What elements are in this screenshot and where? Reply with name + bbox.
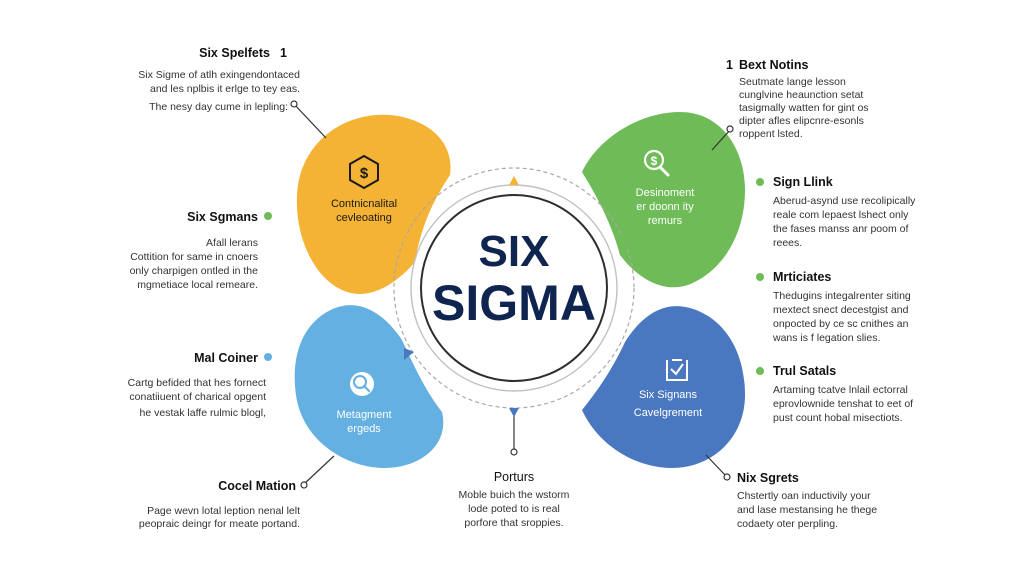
left-block2-line3: only charpigen ontled in the [129, 265, 258, 277]
petal-light-blue-label-1: Metagment [336, 409, 392, 421]
right-block5-title: Nix Sgrets [737, 471, 799, 485]
dot-right-2 [756, 178, 764, 186]
right-block2-line4: reees. [773, 237, 803, 249]
marker-top [509, 176, 519, 185]
core-circle [420, 194, 608, 382]
center-title-line1: SIX [478, 227, 550, 276]
checklist-icon [666, 359, 688, 381]
petal-dark-blue-label-2: Cavelgrement [633, 407, 703, 419]
center-title-line2: SIGMA [432, 275, 596, 331]
dot-bottom [510, 448, 518, 456]
connector-left-4 [303, 455, 335, 485]
left-block1-line2: and les nplbis it erlge to tey eas. [149, 83, 300, 95]
dot-right-4 [756, 367, 764, 375]
right-block3-title: Mrticiates [773, 270, 832, 284]
connector-left-1 [293, 103, 327, 139]
right-block2-line1: Aberud-asynd use recolipically [773, 195, 916, 207]
left-block1-line1: Six Sigme of atlh exingendontaced [138, 69, 300, 81]
dot-left-3 [264, 353, 272, 361]
svg-text:$: $ [651, 154, 658, 168]
dot-left-1 [290, 100, 298, 108]
left-block3-line1: Cartg befided that hes fornect [127, 377, 266, 389]
left-block2-line2: Cottition for same in cnoers [130, 251, 258, 263]
right-block3-line2: mextect snect decestgist and [773, 304, 909, 316]
right-block5-line1: Chstertly oan inductivily your [737, 490, 871, 502]
right-block4-line1: Artaming tcatve lnlail ectorral [773, 384, 908, 396]
petal-yellow [296, 114, 451, 294]
petal-light-blue-label-2: ergeds [347, 423, 381, 435]
dot-right-5 [723, 473, 731, 481]
left-block3-line2: conatiiuent of charical opgent [129, 391, 266, 403]
left-block2-title: Six Sgmans [187, 210, 258, 224]
right-block2-line3: the fases manss anr poom of [773, 223, 909, 235]
dot-left-4 [300, 481, 308, 489]
right-block1-line1: Seutmate lange lesson [739, 76, 846, 88]
dollar-magnifier-icon: $ [643, 149, 670, 177]
connector-right-1 [711, 129, 731, 151]
left-block1-title: Six Spelfets [199, 46, 270, 60]
marker-upper-right [620, 236, 630, 248]
right-block1-line5: roppent lsted. [739, 128, 803, 140]
left-block4-title: Cocel Mation [218, 479, 296, 493]
dollar-hexagon-icon: $ [349, 154, 379, 190]
right-block4-line3: pust count hobal misectiots. [773, 412, 903, 424]
marker-lower-right [622, 348, 632, 360]
petal-dark-blue-label-1: Six Signans [638, 389, 698, 401]
right-block1-line4: dipter afles elipcnre-esonls [739, 115, 864, 127]
petal-dark-blue [582, 306, 745, 468]
right-block3-line3: onpocted by ce sc cnithes an [773, 318, 909, 330]
dot-left-2 [264, 212, 272, 220]
right-block5-line3: codaety oter perpling. [737, 518, 838, 530]
bottom-line2: lode poted to is real [468, 503, 560, 515]
right-block4-title: Trul Satals [773, 364, 837, 378]
bottom-title: Porturs [493, 470, 535, 484]
left-block1-number: 1 [280, 46, 287, 60]
bottom-line3: porfore that sroppies. [464, 517, 564, 529]
marker-lower-left [404, 348, 414, 360]
dot-right-1 [726, 125, 734, 133]
left-block3-line3: he vestak laffe rulmic blogl, [139, 407, 266, 419]
petal-green-label-2: er doonn ity [636, 201, 694, 213]
left-block4-line1: Page wevn lotal leption nenal lelt [147, 505, 300, 517]
left-block4-line2: peopraic deingr for meate portand. [138, 518, 300, 530]
right-block1-number: 1 [726, 58, 733, 72]
marker-bottom [509, 408, 519, 417]
magnifier-icon [350, 372, 374, 396]
outer-dashed-ring [393, 167, 635, 409]
right-block2-line2: reale com lepaest lshect only [773, 209, 909, 221]
left-block2-line4: mgmetiace local remeare. [137, 279, 258, 291]
right-block3-line4: wans is f legation slies. [773, 332, 881, 344]
svg-text:$: $ [360, 165, 369, 182]
petal-yellow-label-2: cevleoating [336, 212, 392, 224]
right-block3-line1: Thedugins integalrenter siting [773, 290, 911, 302]
right-block1-line3: tasigmally watten for gint os [739, 102, 869, 114]
marker-upper-left [403, 236, 412, 248]
left-block1-line3: The nesy day cume in lepling: [149, 101, 288, 113]
connector-right-5 [705, 454, 727, 477]
right-block2-title: Sign Llink [773, 175, 833, 189]
dot-right-3 [756, 273, 764, 281]
left-block2-line1: Afall lerans [206, 237, 258, 249]
right-block1-line2: cunglvine heaunction setat [739, 89, 864, 101]
bottom-line1: Moble buich the wstorm [458, 489, 570, 501]
petal-green-label-1: Desinoment [635, 187, 695, 199]
petal-green-label-3: remurs [647, 215, 683, 227]
right-block1-title: Bext Notins [739, 58, 809, 72]
right-block5-line2: and lase mestansing he thege [737, 504, 878, 516]
petal-yellow-label-1: Contnicnalital [330, 198, 398, 210]
right-block4-line2: eprovlownide tenshat to eet of [773, 398, 914, 410]
left-block3-title: Mal Coiner [194, 351, 258, 365]
